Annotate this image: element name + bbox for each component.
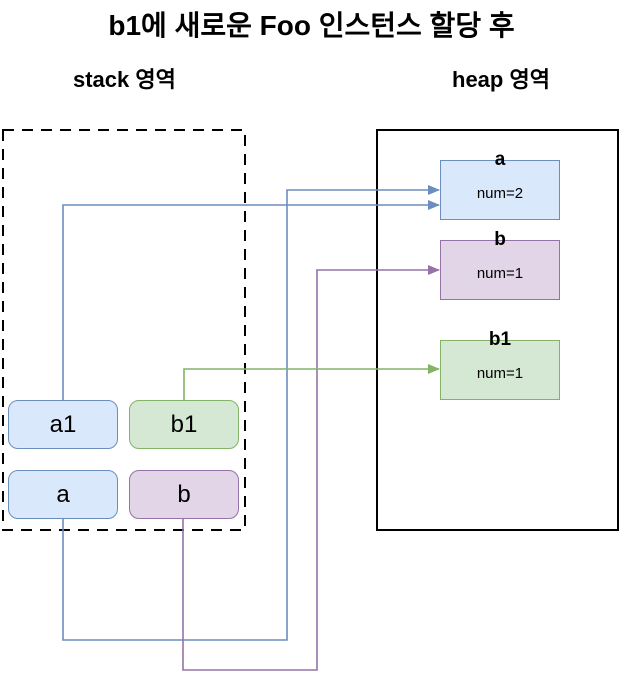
heap-object-b: b num=1	[440, 229, 560, 300]
stack-var-a1-label: a1	[49, 410, 77, 438]
diagram-title: b1에 새로운 Foo 인스턴스 할당 후	[108, 10, 515, 41]
heap-object-a-field: num=2	[476, 184, 524, 202]
stack-var-a1: a1	[8, 400, 118, 449]
heap-region-label: heap 영역	[452, 67, 550, 92]
edge-b-to-heap-b	[182, 265, 440, 671]
edge-a1-to-heap-a	[62, 200, 440, 400]
edge-b1-to-heap-b1	[183, 364, 440, 400]
heap-region-border	[376, 129, 619, 531]
heap-object-b1-label: b1	[488, 329, 512, 350]
heap-object-b-label: b	[494, 229, 506, 250]
stack-region-border	[2, 129, 246, 531]
heap-object-b1: b1 num=1	[440, 329, 560, 400]
stack-var-b: b	[129, 470, 239, 519]
heap-object-a: a num=2	[440, 149, 560, 220]
stack-var-b1: b1	[129, 400, 239, 449]
edge-a-to-heap-a	[62, 185, 440, 641]
stack-var-a: a	[8, 470, 118, 519]
stack-region-label: stack 영역	[73, 67, 176, 92]
heap-object-a-label: a	[494, 149, 506, 170]
stack-var-a-label: a	[56, 480, 70, 508]
stack-var-b-label: b	[177, 480, 191, 508]
heap-object-b1-field: num=1	[476, 364, 524, 382]
heap-object-b-field: num=1	[476, 264, 524, 282]
stack-var-b1-label: b1	[170, 410, 198, 438]
